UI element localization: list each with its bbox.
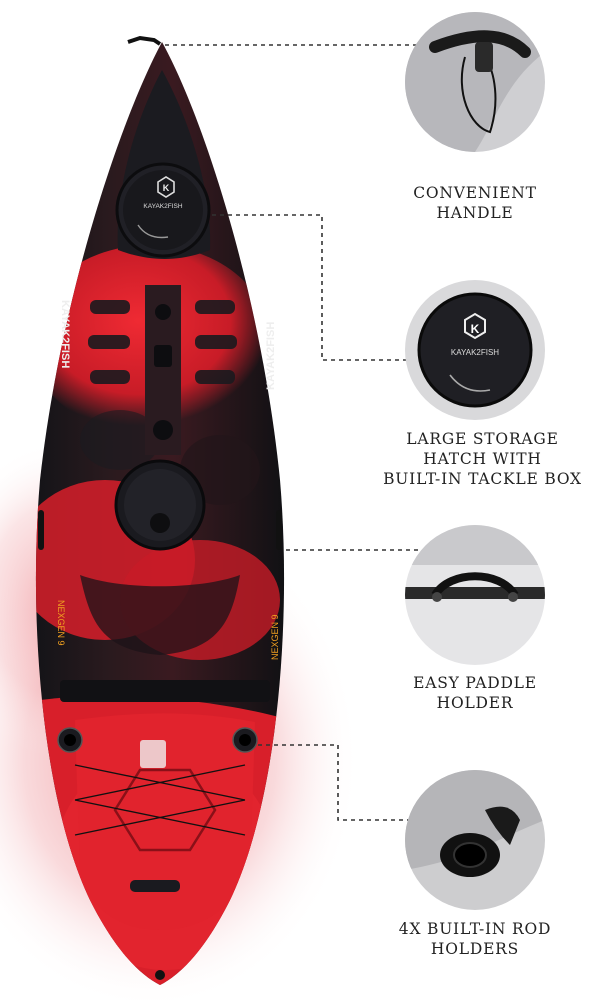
svg-text:KAYAK2FISH: KAYAK2FISH (451, 348, 499, 357)
hull-model-right: NEXGEN 9 (270, 614, 280, 660)
svg-text:K: K (471, 322, 480, 336)
feature-label-hatch: LARGE STORAGE HATCH WITH BUILT-IN TACKLE… (383, 430, 582, 488)
hull-logo-left: KAYAK2FISH (59, 300, 71, 368)
feature-label-paddle: EASY PADDLE HOLDER (413, 674, 537, 712)
hatch-thumbnail: K KAYAK2FISH (405, 280, 545, 420)
bow-handle (127, 35, 162, 46)
leader-rod (258, 744, 418, 821)
hatch-logo-text: KAYAK2FISH (143, 203, 182, 210)
leader-hatch (212, 214, 418, 361)
paddle-holder-thumbnail (405, 525, 545, 665)
hull-model-left: NEXGEN 9 (56, 600, 66, 646)
feature-label-rod: 4X BUILT-IN ROD HOLDERS (398, 920, 552, 958)
rod-holder-thumbnail (405, 770, 545, 910)
handle-thumbnail (405, 12, 545, 152)
svg-text:K: K (163, 183, 170, 193)
hull-logo-right: KAYAK2FISH (265, 322, 277, 390)
feature-label-handle: CONVENIENT HANDLE (413, 184, 537, 222)
